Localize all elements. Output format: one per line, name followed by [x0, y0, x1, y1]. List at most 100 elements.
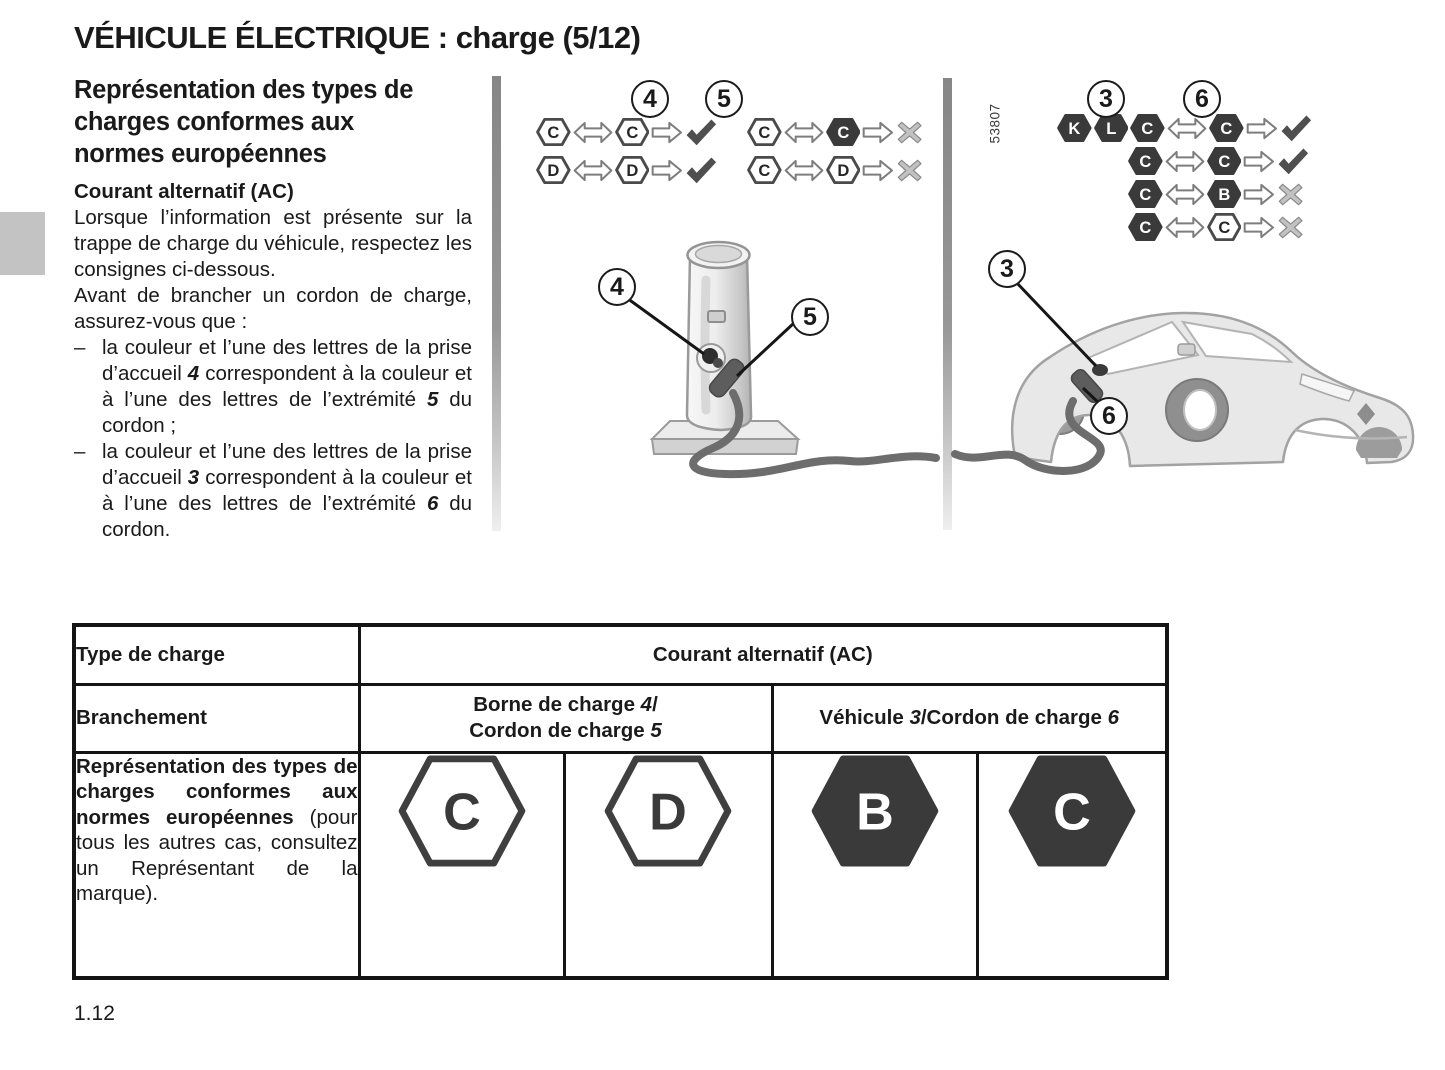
double-arrow-icon	[1165, 150, 1205, 172]
svg-text:C: C	[1142, 119, 1154, 138]
double-arrow-icon	[573, 121, 613, 143]
svg-text:K: K	[1068, 119, 1080, 138]
right-arrow-icon	[652, 159, 683, 181]
figure-reference: 53807	[987, 103, 1003, 144]
right-arrow-icon	[652, 121, 683, 143]
svg-text:C: C	[1218, 218, 1230, 237]
check-icon	[1278, 148, 1309, 175]
hexagon-d-outline-icon: D	[825, 155, 861, 185]
svg-text:B: B	[856, 783, 894, 841]
bullet-item: – la couleur et l’une des lettres de la …	[74, 335, 472, 439]
right-arrow-icon	[863, 159, 894, 181]
callout-5: 5	[791, 298, 829, 336]
hexagon-c-solid-icon: C	[1128, 212, 1163, 242]
right-arrow-icon	[863, 121, 894, 143]
double-arrow-icon	[573, 159, 613, 181]
svg-text:D: D	[649, 783, 687, 841]
divider-bar	[492, 76, 501, 531]
svg-text:B: B	[1218, 185, 1230, 204]
svg-text:C: C	[1221, 119, 1233, 138]
table-header-borne: Borne de charge 4/ Cordon de charge 5	[357, 682, 774, 754]
hexagon-d-outline-icon: D	[536, 155, 571, 185]
charge-badge-d-outline: D	[603, 754, 733, 873]
svg-text:C: C	[1218, 152, 1230, 171]
right-arrow-icon	[1244, 150, 1275, 172]
svg-text:C: C	[1053, 783, 1091, 841]
double-arrow-icon	[1167, 117, 1207, 139]
hexagon-c-solid-icon: C	[1130, 113, 1166, 143]
svg-text:D: D	[547, 161, 559, 180]
bullet-text: la couleur et l’une des lettres de la pr…	[102, 336, 473, 437]
hexagon-c-outline-icon: C	[747, 155, 782, 185]
hexagon-c-solid-icon: C	[1008, 754, 1136, 867]
hexagon-l-solid-icon: L	[1093, 113, 1129, 143]
text-column: Représentation des types de charges conf…	[74, 74, 472, 543]
hexagon-c-solid-icon: C	[1128, 146, 1163, 176]
divider-bar	[943, 78, 952, 530]
paragraph-before-plug: Avant de brancher un cordon de charge, a…	[74, 284, 472, 333]
charge-badge-c-outline: C	[397, 754, 527, 873]
right-arrow-icon	[1246, 117, 1277, 139]
hexagon-k-solid-icon: K	[1057, 113, 1092, 143]
hexagon-c-outline-icon: C	[747, 117, 782, 147]
svg-text:C: C	[758, 161, 770, 180]
charging-station-illustration	[619, 240, 940, 479]
subsection-heading: Courant alternatif (AC)	[74, 180, 294, 203]
svg-text:C: C	[1139, 152, 1151, 171]
bullet-item: – la couleur et l’une des lettres de la …	[74, 439, 472, 543]
hexagon-b-solid-icon: B	[811, 754, 938, 867]
hexagon-d-outline-icon: D	[604, 754, 732, 867]
right-arrow-icon	[1244, 216, 1275, 238]
table-header-ac: Courant alternatif (AC)	[357, 623, 1169, 686]
svg-text:C: C	[443, 783, 481, 841]
badge-cell: C	[357, 750, 566, 980]
hexagon-c-solid-icon: C	[1209, 113, 1244, 143]
callout-3: 3	[988, 250, 1026, 288]
badge-cell: B	[770, 750, 979, 980]
bullet-dash: –	[74, 336, 86, 359]
page-number: 1.12	[74, 1002, 115, 1025]
cross-icon	[1278, 216, 1303, 238]
charge-badge-c-solid: C	[1007, 754, 1137, 873]
page-title: VÉHICULE ÉLECTRIQUE : charge (5/12)	[74, 20, 641, 55]
hexagon-c-outline-icon: C	[398, 754, 525, 867]
svg-text:L: L	[1106, 119, 1116, 138]
svg-text:C: C	[547, 123, 559, 142]
check-icon	[686, 157, 717, 184]
cross-icon	[897, 121, 922, 143]
table-header-type: Type de charge	[72, 623, 361, 686]
hexagon-c-solid-icon: C	[825, 117, 861, 147]
hexagon-d-outline-icon: D	[614, 155, 650, 185]
callout-6: 6	[1090, 397, 1128, 435]
cross-icon	[1278, 183, 1303, 205]
badge-cell: C	[975, 750, 1169, 980]
bullet-text: la couleur et l’une des lettres de la pr…	[102, 440, 473, 541]
callout-6: 6	[1183, 80, 1221, 118]
table-header-vehicule: Véhicule 3/Cordon de charge 6	[770, 682, 1169, 754]
callout-4: 4	[598, 268, 636, 306]
bullet-dash: –	[74, 440, 86, 463]
double-arrow-icon	[784, 159, 824, 181]
hexagon-c-solid-icon: C	[1128, 179, 1163, 209]
double-arrow-icon	[1165, 183, 1205, 205]
table-description: Représentation des types de charges conf…	[72, 750, 361, 980]
callout-3: 3	[1087, 80, 1125, 118]
check-icon	[1281, 115, 1311, 142]
section-tab	[0, 212, 45, 275]
cross-icon	[897, 159, 922, 181]
svg-text:D: D	[837, 161, 849, 180]
hexagon-c-solid-icon: C	[1206, 146, 1242, 176]
charge-type-table: Type de charge Courant alternatif (AC) B…	[72, 623, 1169, 980]
table-header-branchement: Branchement	[72, 682, 361, 754]
check-icon	[686, 119, 717, 146]
right-arrow-icon	[1244, 183, 1275, 205]
hexagon-c-outline-icon: C	[536, 117, 571, 147]
